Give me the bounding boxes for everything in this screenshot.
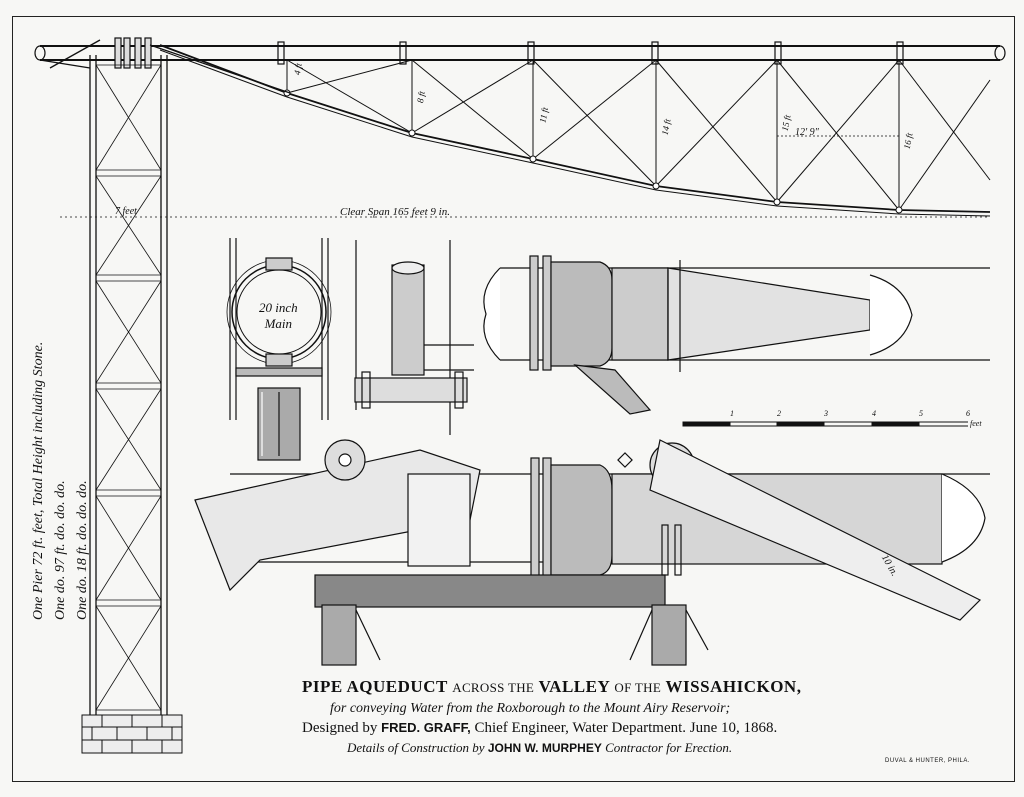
scale-tick-1: 1 (730, 409, 734, 418)
hanger-detail (354, 240, 474, 435)
pier-tower (39, 39, 291, 715)
scale-bar (682, 421, 968, 427)
scale-tick-2: 2 (777, 409, 781, 418)
clear-span-label: Clear Span 165 feet 9 in. (340, 206, 450, 218)
main-label: 20 inch Main (259, 300, 298, 332)
title-part-b: ACROSS THE (452, 680, 535, 695)
border-frame (12, 16, 1015, 782)
pipe-cross-section (226, 238, 332, 461)
printer-imprint: DUVAL & HUNTER, PHILA. (885, 758, 971, 764)
title-line2: for conveying Water from the Roxborough … (330, 701, 731, 716)
coupling-detail-upper (483, 255, 990, 415)
title-line4: Details of Construction by JOHN W. MURPH… (347, 740, 732, 756)
main-label-line2: Main (264, 316, 293, 331)
designed-by: Designed by (302, 720, 378, 736)
pier-note-2: One do. 97 ft. do. do. do. (53, 480, 68, 620)
scale-unit: feet (970, 419, 982, 428)
joint-detail-lower (194, 439, 990, 666)
title-part-d: OF THE (614, 680, 662, 695)
pier-notes: One Pier 72 ft. feet, Total Height inclu… (28, 342, 94, 620)
contractor-role: Contractor for Erection. (605, 740, 733, 755)
contractor-name: JOHN W. MURPHEY (487, 741, 602, 755)
details-by: Details of Construction by (347, 740, 485, 755)
panel-length-label: 12' 9" (795, 127, 819, 138)
title-line3: Designed by FRED. GRAFF, Chief Engineer,… (302, 720, 777, 737)
scale-tick-6: 6 (966, 409, 970, 418)
title-part-a: PIPE AQUEDUCT (302, 677, 448, 696)
pier-note-1: One Pier 72 ft. feet, Total Height inclu… (31, 341, 46, 620)
depth-label-2: 8 ft (414, 90, 427, 104)
designer-name: FRED. GRAFF, (381, 720, 471, 735)
main-label-line1: 20 inch (259, 300, 298, 315)
scale-tick-4: 4 (872, 409, 876, 418)
designer-role: Chief Engineer, Water Department. June 1… (474, 720, 778, 736)
seven-feet-label: 7 feet (115, 206, 137, 217)
pier-note-3: One do. 18 ft. do. do. do. (75, 480, 90, 620)
scale-tick-3: 3 (824, 409, 828, 418)
truss (60, 44, 991, 218)
title-part-e: WISSAHICKON, (665, 677, 802, 696)
title-part-c: VALLEY (538, 677, 610, 696)
title-line1: PIPE AQUEDUCT ACROSS THE VALLEY OF THE W… (302, 677, 801, 697)
scale-tick-5: 5 (919, 409, 923, 418)
stone-base (81, 714, 183, 754)
depth-label-1: 4 ft (291, 62, 304, 76)
